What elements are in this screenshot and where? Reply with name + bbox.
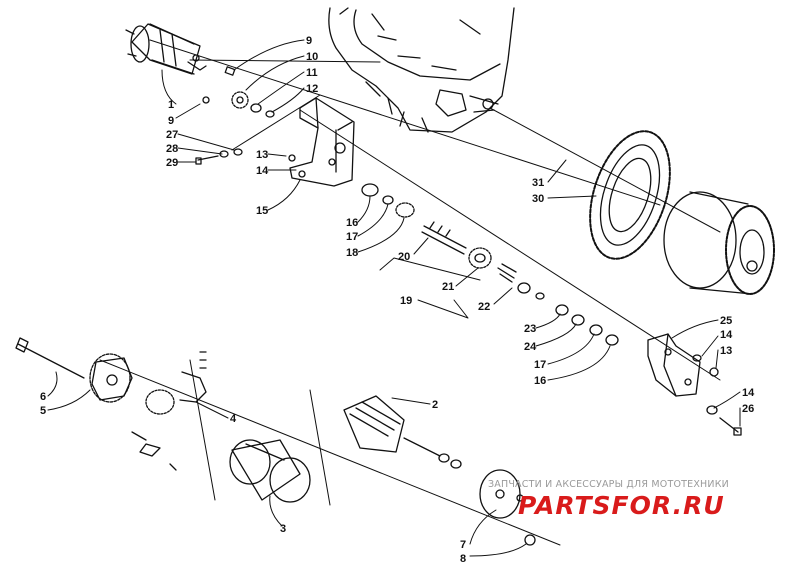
callout-13: 13 — [720, 345, 732, 357]
callout-13: 13 — [256, 149, 268, 161]
flywheel-clutch — [663, 191, 775, 295]
starter-motor — [125, 23, 207, 75]
callout-29: 29 — [166, 157, 178, 169]
callout-7: 7 — [460, 539, 466, 551]
callout-10: 10 — [306, 51, 318, 63]
callout-5: 5 — [40, 405, 46, 417]
engine-block — [328, 7, 515, 133]
callout-19: 19 — [400, 295, 412, 307]
bendix-drive — [421, 221, 545, 300]
callout-22: 22 — [478, 301, 490, 313]
callout-20: 20 — [398, 251, 410, 263]
callout-3: 3 — [280, 523, 286, 535]
end-bracket — [647, 333, 701, 397]
callout-9: 9 — [306, 35, 312, 47]
callout-25: 25 — [720, 315, 732, 327]
right-hardware — [692, 354, 742, 436]
callout-17: 17 — [534, 359, 546, 371]
armature — [343, 395, 462, 469]
leader-lines — [47, 39, 741, 557]
callout-4: 4 — [230, 413, 237, 425]
callout-labels: 1 9 9 10 11 12 27 28 29 13 14 15 16 17 1… — [40, 35, 755, 565]
callout-2: 2 — [432, 399, 438, 411]
callout-21: 21 — [442, 281, 454, 293]
callout-16: 16 — [346, 217, 358, 229]
field-housing — [229, 439, 311, 503]
callout-17: 17 — [346, 231, 358, 243]
callout-23: 23 — [524, 323, 536, 335]
callout-14: 14 — [742, 387, 755, 399]
callout-11: 11 — [306, 67, 318, 79]
callout-14: 14 — [720, 329, 733, 341]
callout-16: 16 — [534, 375, 546, 387]
callout-8: 8 — [460, 553, 466, 565]
callout-18: 18 — [346, 247, 358, 259]
brush-holder — [131, 351, 207, 471]
callout-27: 27 — [166, 129, 178, 141]
callout-6: 6 — [40, 391, 46, 403]
long-bolt — [15, 337, 85, 379]
callout-12: 12 — [306, 83, 318, 95]
commutator-end-cap — [89, 353, 133, 403]
washer-set-lower — [555, 304, 619, 346]
drive-end-plate — [479, 469, 536, 546]
callout-30: 30 — [532, 193, 544, 205]
assembly-lines — [99, 39, 721, 546]
ring-gear — [589, 130, 671, 260]
callout-26: 26 — [742, 403, 754, 415]
watermark-logo: PARTSFOR.RU — [518, 491, 725, 520]
callout-28: 28 — [166, 143, 178, 155]
callout-14: 14 — [256, 165, 269, 177]
mounting-bracket — [288, 97, 355, 187]
starter-hardware — [195, 66, 275, 165]
callout-31: 31 — [532, 177, 544, 189]
callout-15: 15 — [256, 205, 268, 217]
callout-24: 24 — [524, 341, 537, 353]
callout-1: 1 — [168, 99, 174, 111]
callout-9: 9 — [168, 115, 174, 127]
watermark-caption: ЗАПЧАСТИ И АКСЕССУАРЫ ДЛЯ МОТОТЕХНИКИ — [488, 479, 729, 490]
